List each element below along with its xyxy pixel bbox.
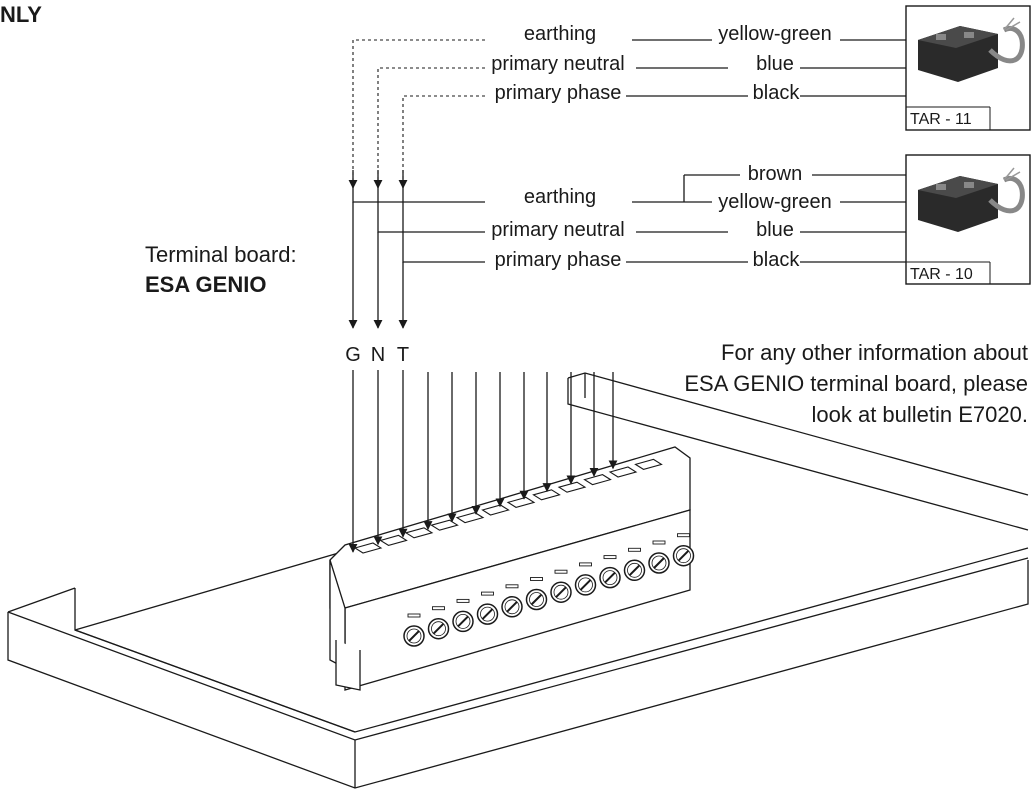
tar10-neutral-label: primary neutral xyxy=(491,219,624,241)
terminal-socket xyxy=(481,504,510,516)
terminal-letter-t: T xyxy=(397,344,409,366)
tar10-neutral-line xyxy=(377,184,485,233)
terminal-board-label: Terminal board: xyxy=(145,242,297,267)
info-note-line-3: look at bulletin E7020. xyxy=(812,402,1029,427)
terminal-screw xyxy=(550,569,572,603)
tar10-neutral-color: blue xyxy=(756,219,794,241)
terminal-screw xyxy=(599,555,621,589)
terminal-board-name: ESA GENIO xyxy=(145,272,266,297)
terminal-screw xyxy=(672,533,695,567)
terminal-socket xyxy=(455,512,485,524)
terminal-letter-g: G xyxy=(345,344,361,366)
corner-text: NLY xyxy=(0,2,42,27)
terminal-screw xyxy=(476,591,499,625)
tar10-wiring: brown earthing yellow-green primary neut… xyxy=(352,163,906,271)
tar11-earthing-dashed xyxy=(352,39,485,180)
terminal-screw xyxy=(574,562,597,596)
tar10-phase-line xyxy=(402,184,485,263)
tar10-brown-label: brown xyxy=(748,163,802,185)
terminal-screws xyxy=(403,533,695,647)
terminal-socket xyxy=(379,534,408,546)
tar10-earthing-line xyxy=(352,180,485,203)
terminal-socket xyxy=(634,458,663,470)
terminal-socket xyxy=(430,519,459,531)
terminal-sockets xyxy=(353,458,663,554)
tar11-earthing-color: yellow-green xyxy=(718,23,831,45)
tar11-neutral-dashed xyxy=(377,67,485,180)
tar11-earthing-label: earthing xyxy=(524,23,596,45)
info-note-line-1: For any other information about xyxy=(721,340,1028,365)
terminal-screw xyxy=(501,584,523,618)
tar10-earthing-color: yellow-green xyxy=(718,191,831,213)
terminal-screw xyxy=(525,577,548,611)
tar11-phase-color: black xyxy=(753,82,801,104)
terminal-screw xyxy=(452,598,474,633)
terminal-screw xyxy=(648,540,670,574)
tar11-device-image xyxy=(918,17,1025,82)
tar11-phase-label: primary phase xyxy=(495,82,622,104)
tar11-label: TAR - 11 xyxy=(910,111,972,128)
tar10-phase-color: black xyxy=(753,249,801,271)
terminal-screw xyxy=(403,613,425,647)
tar11-neutral-label: primary neutral xyxy=(491,53,624,75)
terminal-arrows xyxy=(348,370,618,553)
tar11-neutral-color: blue xyxy=(756,53,794,75)
tar11-wiring: earthing primary neutral primary phase y… xyxy=(352,23,906,180)
tar11-phase-dashed xyxy=(402,95,485,180)
tar10-phase-label: primary phase xyxy=(495,249,622,271)
terminal-letter-n: N xyxy=(371,344,385,366)
terminal-socket xyxy=(353,542,383,554)
tar10-device-image xyxy=(918,167,1025,232)
tar10-label: TAR - 10 xyxy=(910,266,973,283)
terminal-screw xyxy=(623,547,646,582)
info-note-line-2: ESA GENIO terminal board, please xyxy=(684,371,1028,396)
tar10-earthing-label: earthing xyxy=(524,186,596,208)
tar11-device: TAR - 11 xyxy=(905,5,1031,131)
terminal-socket xyxy=(608,466,638,478)
tar10-device: TAR - 10 xyxy=(905,154,1031,285)
terminal-screw xyxy=(427,606,450,640)
terminal-socket xyxy=(404,527,434,539)
